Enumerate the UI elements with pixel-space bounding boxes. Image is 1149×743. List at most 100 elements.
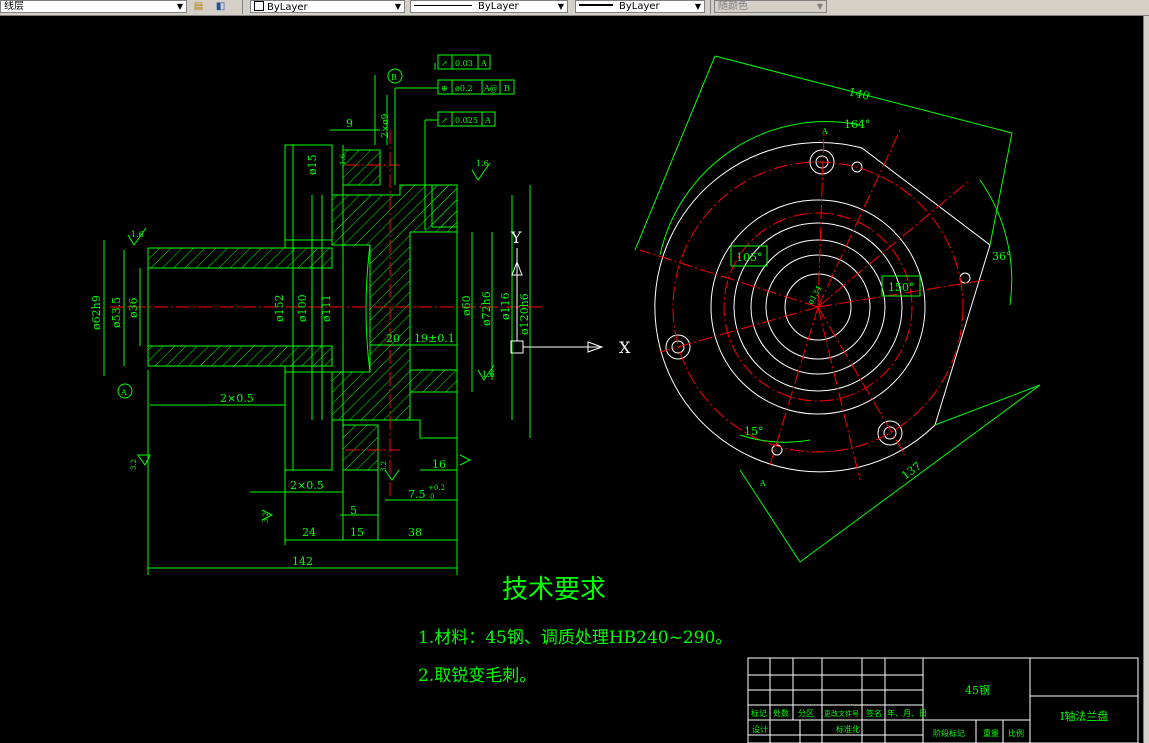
gdt-3-tolerance: 0.025 <box>455 116 478 125</box>
dim-36deg: 36° <box>992 250 1012 263</box>
lineweight-control-dropdown[interactable]: ByLayer ▼ <box>575 0 705 13</box>
dim-15deg: 15° <box>744 425 764 438</box>
gdt-frames <box>117 54 515 399</box>
linetype-control-dropdown[interactable]: ByLayer ▼ <box>410 0 568 13</box>
end-view <box>654 142 991 473</box>
gdt-text: ↗ 0.03 A ⊕ ø0.2 A@ B ↗ 0.025 A B A <box>120 59 510 397</box>
gdt-2-tolerance: ø0.2 <box>455 84 473 93</box>
vertical-scrollbar[interactable] <box>1143 16 1149 743</box>
properties-toolbar: 线层 ▼ ▤ ◧ ByLayer ▼ ByLayer ▼ ByLayer ▼ 随… <box>0 0 1149 16</box>
color-swatch-icon <box>254 1 264 11</box>
dim-d15: ø15 <box>306 154 319 175</box>
row-label-zone: 分区 <box>798 709 814 718</box>
datum-b-label: B <box>391 73 397 82</box>
dim-2xd9: 2×ø9 <box>381 113 391 138</box>
dim-19: 19±0.1 <box>414 332 455 345</box>
dim-7-5: 7.5 <box>408 488 426 501</box>
dim-105deg: 105° <box>736 251 763 264</box>
dim-d60: ø60 <box>460 295 473 316</box>
row-label-mark: 标记 <box>751 708 767 718</box>
ucs-icon <box>510 248 604 354</box>
end-view-centerlines <box>639 129 986 481</box>
dim-7-5-tol-lower: 0 <box>430 493 434 501</box>
tech-requirements-title: 技术要求 <box>502 575 606 605</box>
mark-a: A <box>821 127 828 136</box>
dim-center: ø134 <box>806 284 824 306</box>
dim-7-5-tol-upper: +0.2 <box>428 484 445 492</box>
roughness-3-2-b: 3.2 <box>262 512 270 523</box>
roughness-3-2-a: 3.2 <box>130 459 138 470</box>
mark-a-2: A <box>759 479 766 488</box>
dim-d120h6: ø120h6 <box>518 293 531 335</box>
plotstyle-control-value: 随颜色 <box>718 1 748 12</box>
gdt-1-ref: A <box>480 59 487 68</box>
gdt-3-ref: A <box>484 116 491 125</box>
label-weight: 重量 <box>983 728 999 738</box>
linetype-control-value: ByLayer <box>478 1 519 12</box>
chevron-down-icon: ▼ <box>394 2 402 11</box>
color-control-value: ByLayer <box>267 2 308 13</box>
dim-5: 5 <box>350 504 357 517</box>
dim-2x05-b: 2×0.5 <box>290 479 324 492</box>
roughness-1-6-d: 1.6 <box>339 153 347 165</box>
layer-dropdown[interactable]: 线层 ▼ <box>0 0 187 13</box>
dim-142: 142 <box>292 555 313 568</box>
section-dimensions <box>103 63 531 575</box>
label-design: 设计 <box>752 724 768 734</box>
chevron-down-icon: ▼ <box>557 2 565 11</box>
label-scale: 比例 <box>1008 728 1024 738</box>
dim-d111: ø111 <box>320 294 333 322</box>
roughness-1-6-c: 1.6 <box>482 370 495 379</box>
color-control-dropdown[interactable]: ByLayer ▼ <box>250 0 405 13</box>
gdt-2-ref2: B <box>504 84 510 93</box>
chevron-down-icon: ▼ <box>816 2 824 11</box>
tech-requirements: 技术要求 1.材料：45钢、调质处理HB240~290。 2.取锐变毛刺。 <box>418 575 732 686</box>
gdt-3-symbol: ↗ <box>441 116 448 125</box>
roughness-1-6-a: 1.6 <box>131 230 144 239</box>
tech-requirement-2: 2.取锐变毛刺。 <box>418 666 536 686</box>
section-dimension-text: ø62h9 ø53.5 ø36 ø152 ø100 ø111 ø60 ø72h6… <box>90 113 531 568</box>
dim-15: 15 <box>350 526 364 539</box>
chevron-down-icon: ▼ <box>694 2 702 11</box>
title-block-text: 45钢 I轴法兰盘 标记 处数 分区 更改文件号 签名 年、月、日 设计 标准化… <box>751 684 1108 738</box>
label-standard: 标准化 <box>836 724 860 734</box>
datum-a-label: A <box>120 388 127 397</box>
drawing-canvas[interactable]: ↗ 0.03 A ⊕ ø0.2 A@ B ↗ 0.025 A B A ø62h9… <box>0 16 1143 743</box>
dim-d100: ø100 <box>296 294 309 322</box>
tech-requirement-1: 1.材料：45钢、调质处理HB240~290。 <box>418 628 732 648</box>
layer-previous-icon[interactable]: ◧ <box>215 1 226 12</box>
roughness-1-6-b: 1.6 <box>476 159 489 168</box>
plotstyle-control-dropdown[interactable]: 随颜色 ▼ <box>714 0 827 13</box>
title-part-name: I轴法兰盘 <box>1060 709 1108 723</box>
dim-d53-5: ø53.5 <box>110 297 123 328</box>
dim-137: 137 <box>899 460 924 483</box>
title-block <box>747 657 1139 743</box>
gdt-2-ref: A@ <box>483 84 498 93</box>
gdt-2-symbol: ⊕ <box>441 84 448 93</box>
dim-2x05-a: 2×0.5 <box>220 392 254 405</box>
row-label-count: 处数 <box>773 708 789 718</box>
dim-d116: ø116 <box>499 292 512 320</box>
chevron-down-icon: ▼ <box>176 2 184 11</box>
dim-38: 38 <box>408 526 422 539</box>
dim-16: 16 <box>432 458 446 471</box>
dim-24: 24 <box>302 526 316 539</box>
dim-9: 9 <box>346 117 353 130</box>
roughness-symbols <box>127 162 495 521</box>
linetype-sample <box>414 5 472 6</box>
row-label-date: 年、月、日 <box>887 708 927 718</box>
dim-150deg: 150° <box>888 281 915 294</box>
lineweight-control-value: ByLayer <box>619 1 660 12</box>
label-stage-mark: 阶段标记 <box>933 728 965 738</box>
end-view-dimensions <box>634 55 1041 563</box>
lineweight-sample <box>579 4 613 6</box>
end-view-dimension-text: 140 164° 105° 150° 36° 15° 137 ø134 A A <box>736 85 1012 488</box>
title-material: 45钢 <box>965 684 990 697</box>
ucs-y-label: Y <box>510 228 522 247</box>
gdt-1-tolerance: 0.03 <box>455 59 473 68</box>
dim-d72h6: ø72h6 <box>480 291 493 326</box>
dim-d152: ø152 <box>273 294 286 322</box>
layer-make-current-icon[interactable]: ▤ <box>193 1 204 12</box>
roughness-3-2-c: 3.2 <box>380 461 388 472</box>
dim-d62h9: ø62h9 <box>90 295 103 330</box>
